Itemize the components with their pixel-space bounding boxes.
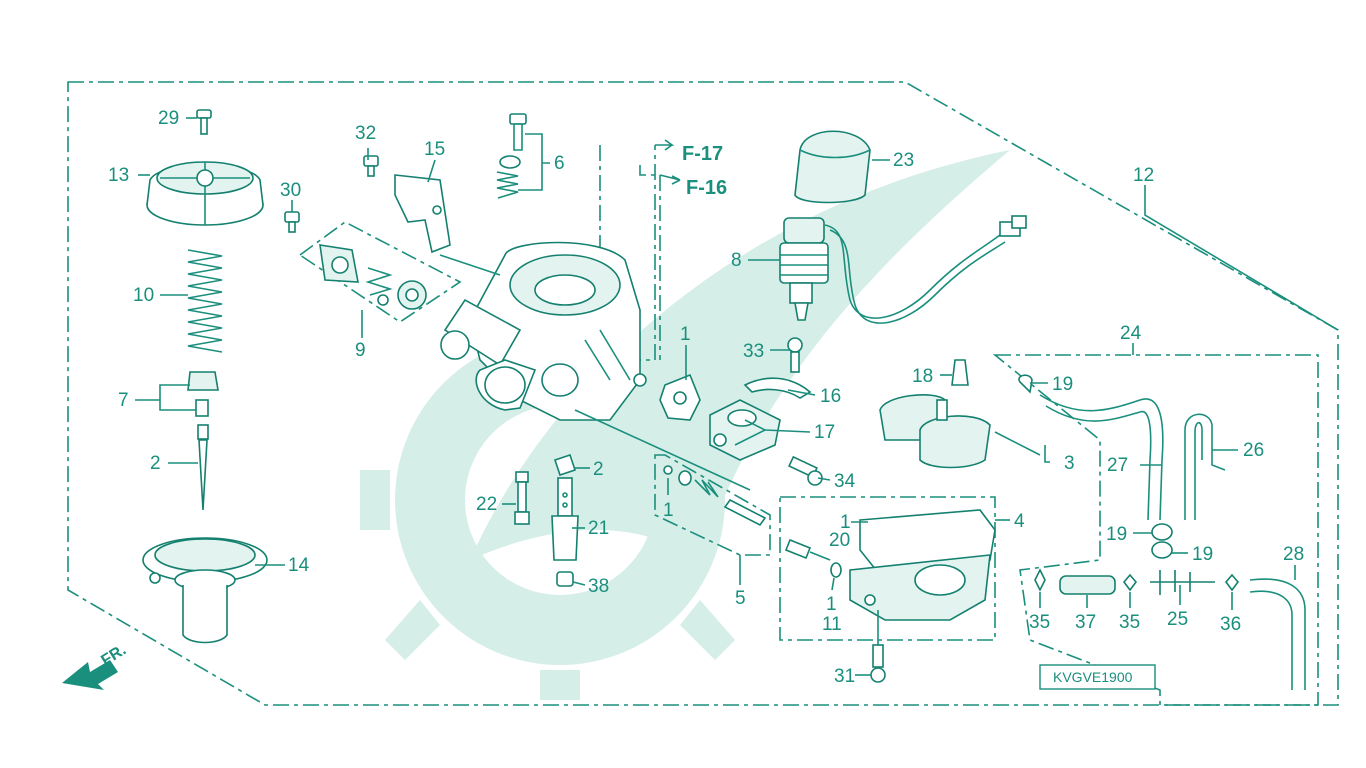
part-33-bolt[interactable] [787,337,803,373]
callout-13[interactable]: 13 [108,165,129,186]
part-7-needle-clip[interactable] [187,371,219,417]
part-23-rubber-cap[interactable] [794,130,871,204]
callout-1-float-gasket[interactable]: 1 [840,512,851,533]
callout-22[interactable]: 22 [476,494,497,515]
callout-33[interactable]: 33 [743,341,764,362]
part-10-spring[interactable] [187,249,223,353]
callout-29[interactable]: 29 [158,108,179,129]
part-9-cover-set[interactable] [319,244,427,310]
subassembly-box-5 [654,454,771,556]
callout-25[interactable]: 25 [1167,609,1188,630]
part-15-bracket[interactable] [394,174,451,254]
part-5-pilot-screw-set[interactable] [663,465,767,527]
callout-1-oring[interactable]: 1 [663,500,674,521]
callout-19-mid[interactable]: 19 [1106,524,1127,545]
callout-labels: 29 13 10 7 2 14 32 15 30 9 6 23 8 12 1 3… [108,108,1304,687]
part-24-tube-set[interactable] [1018,374,1306,690]
callout-18[interactable]: 18 [912,366,933,387]
callout-28[interactable]: 28 [1283,544,1304,565]
part-4-float-chamber[interactable] [849,509,996,621]
diagram-code: KVGVE1900 [1053,669,1133,685]
part-21-needle-jet[interactable] [551,477,579,561]
part-2-jet-needle[interactable] [197,424,209,511]
diagram-code-box: KVGVE1900 [1039,664,1156,690]
part-11-washer[interactable] [830,562,842,578]
callout-35-left[interactable]: 35 [1029,612,1050,633]
callout-15[interactable]: 15 [424,139,445,160]
part-32-screw[interactable] [363,155,379,177]
leader-lines [135,117,1339,676]
callout-21[interactable]: 21 [588,518,609,539]
callout-17[interactable]: 17 [814,422,835,443]
callout-31[interactable]: 31 [834,666,855,687]
callout-34[interactable]: 34 [834,471,856,492]
subassembly-box-4 [779,496,996,641]
callout-19-right[interactable]: 19 [1192,544,1213,565]
reference-bracket-2 [639,165,661,360]
part-20-drain-screw[interactable] [784,538,831,561]
part-14-diaphragm[interactable] [142,537,268,644]
callout-24[interactable]: 24 [1120,323,1142,344]
callout-27[interactable]: 27 [1107,455,1128,476]
callout-1-gasket[interactable]: 1 [680,324,691,345]
part-2-main-jet[interactable] [553,453,577,477]
callout-10[interactable]: 10 [133,285,154,306]
callout-26[interactable]: 26 [1243,440,1264,461]
callout-2-needle[interactable]: 2 [150,453,161,474]
callout-36[interactable]: 36 [1220,614,1241,635]
part-22-slow-jet[interactable] [514,471,530,525]
part-31-screw[interactable] [870,610,886,683]
part-1-gasket[interactable] [659,373,701,421]
reference-f16[interactable]: F-16 [686,177,727,199]
part-16-clip[interactable] [743,377,812,399]
callout-23[interactable]: 23 [893,150,914,171]
part-8-auto-choke[interactable] [779,215,1027,324]
part-13-top-cap[interactable] [146,161,264,226]
part-3-float[interactable] [879,394,1041,469]
front-direction-arrow-icon [62,660,118,690]
callout-11[interactable]: 11 [822,614,842,635]
part-6-idle-screw[interactable] [496,113,527,199]
callout-14[interactable]: 14 [288,555,310,576]
callout-19-top[interactable]: 19 [1052,374,1073,395]
callout-30[interactable]: 30 [280,180,301,201]
part-30-screw[interactable] [284,211,300,233]
callout-38[interactable]: 38 [588,576,609,597]
part-29-screw[interactable] [196,109,212,135]
callout-12[interactable]: 12 [1133,165,1154,186]
callout-7[interactable]: 7 [118,390,129,411]
callout-9[interactable]: 9 [355,340,366,361]
part-18-float-valve[interactable] [951,359,969,386]
callout-4[interactable]: 4 [1014,511,1025,532]
subassembly-box-9 [298,221,462,323]
callout-32[interactable]: 32 [355,123,376,144]
callout-35-right[interactable]: 35 [1119,612,1140,633]
callout-3[interactable]: 3 [1064,453,1075,474]
carburetor-body[interactable] [439,241,751,491]
assembly-boundary [67,81,1339,706]
reference-f17[interactable]: F-17 [682,143,723,165]
callout-6[interactable]: 6 [554,153,565,174]
callout-2-main-jet[interactable]: 2 [593,459,604,480]
callout-37[interactable]: 37 [1075,612,1096,633]
callout-5[interactable]: 5 [735,588,746,609]
callout-20[interactable]: 20 [829,530,850,551]
callout-8[interactable]: 8 [731,250,742,271]
watermark-logo [360,150,1010,700]
part-38-plug[interactable] [556,571,574,587]
callout-16[interactable]: 16 [820,386,841,407]
callout-1-washer[interactable]: 1 [826,594,837,615]
part-34-screw[interactable] [788,455,823,486]
